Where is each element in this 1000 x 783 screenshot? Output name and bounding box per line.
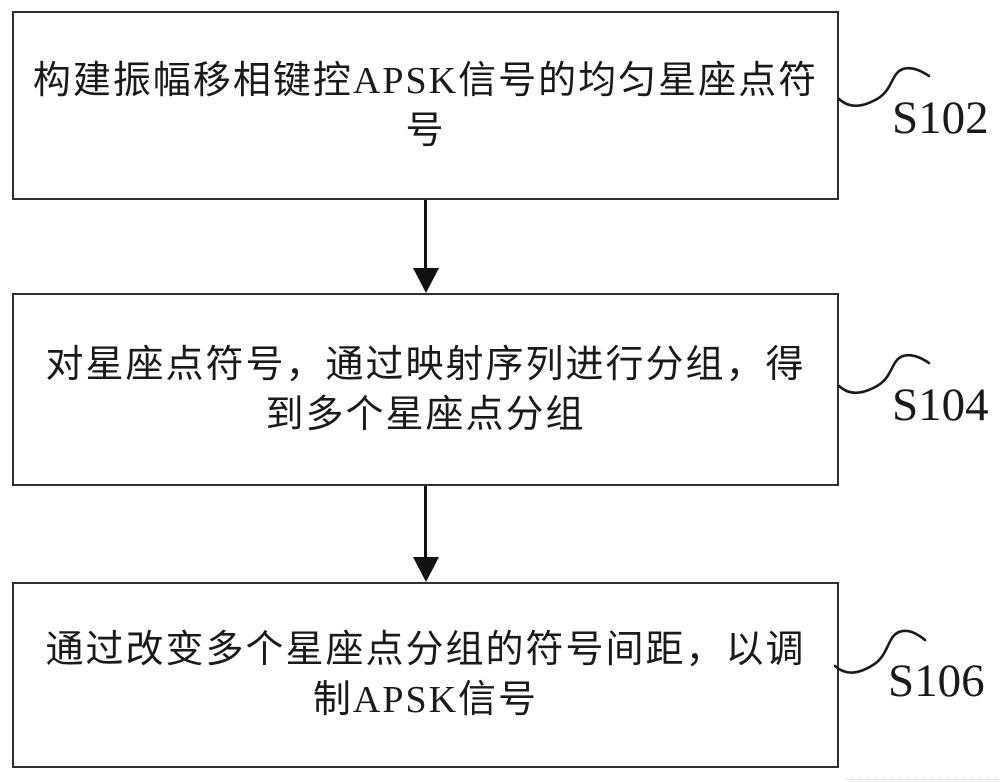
step-s106-line-2: 制APSK信号 [312, 679, 539, 721]
step-s102-text: 构建振幅移相键控APSK信号的均匀星座点符 号 [23, 56, 828, 156]
arrow-head-icon [412, 557, 439, 582]
step-label-s106: S106 [888, 655, 985, 707]
step-label-s102: S102 [892, 92, 989, 144]
arrow-shaft [424, 200, 427, 270]
reference-squiggle-icon [833, 629, 927, 674]
step-s104-line-1: 对星座点符号，通过映射序列进行分组，得 [45, 343, 806, 386]
step-s102-line-2: 号 [405, 109, 446, 152]
flow-step-box-s106: 通过改变多个星座点分组的符号间距，以调 制APSK信号 [12, 582, 839, 768]
step-s104-line-2: 到多个星座点分组 [265, 393, 586, 436]
step-s102-line-1: 构建振幅移相键控APSK信号的均匀星座点符 [32, 59, 819, 102]
step-s106-text: 通过改变多个星座点分组的符号间距，以调 制APSK信号 [35, 625, 815, 725]
reference-squiggle-icon [837, 66, 931, 108]
reference-squiggle-icon [837, 353, 931, 395]
step-label-s104: S104 [892, 379, 989, 431]
flow-step-box-s104: 对星座点符号，通过映射序列进行分组，得 到多个星座点分组 [12, 293, 839, 486]
step-s106-line-1: 通过改变多个星座点分组的符号间距，以调 [45, 629, 806, 671]
arrow-shaft [424, 486, 427, 558]
arrow-head-icon [412, 268, 439, 293]
scan-artifact-line [845, 779, 1000, 780]
step-s104-text: 对星座点符号，通过映射序列进行分组，得 到多个星座点分组 [35, 340, 815, 440]
flow-step-box-s102: 构建振幅移相键控APSK信号的均匀星座点符 号 [12, 11, 839, 200]
